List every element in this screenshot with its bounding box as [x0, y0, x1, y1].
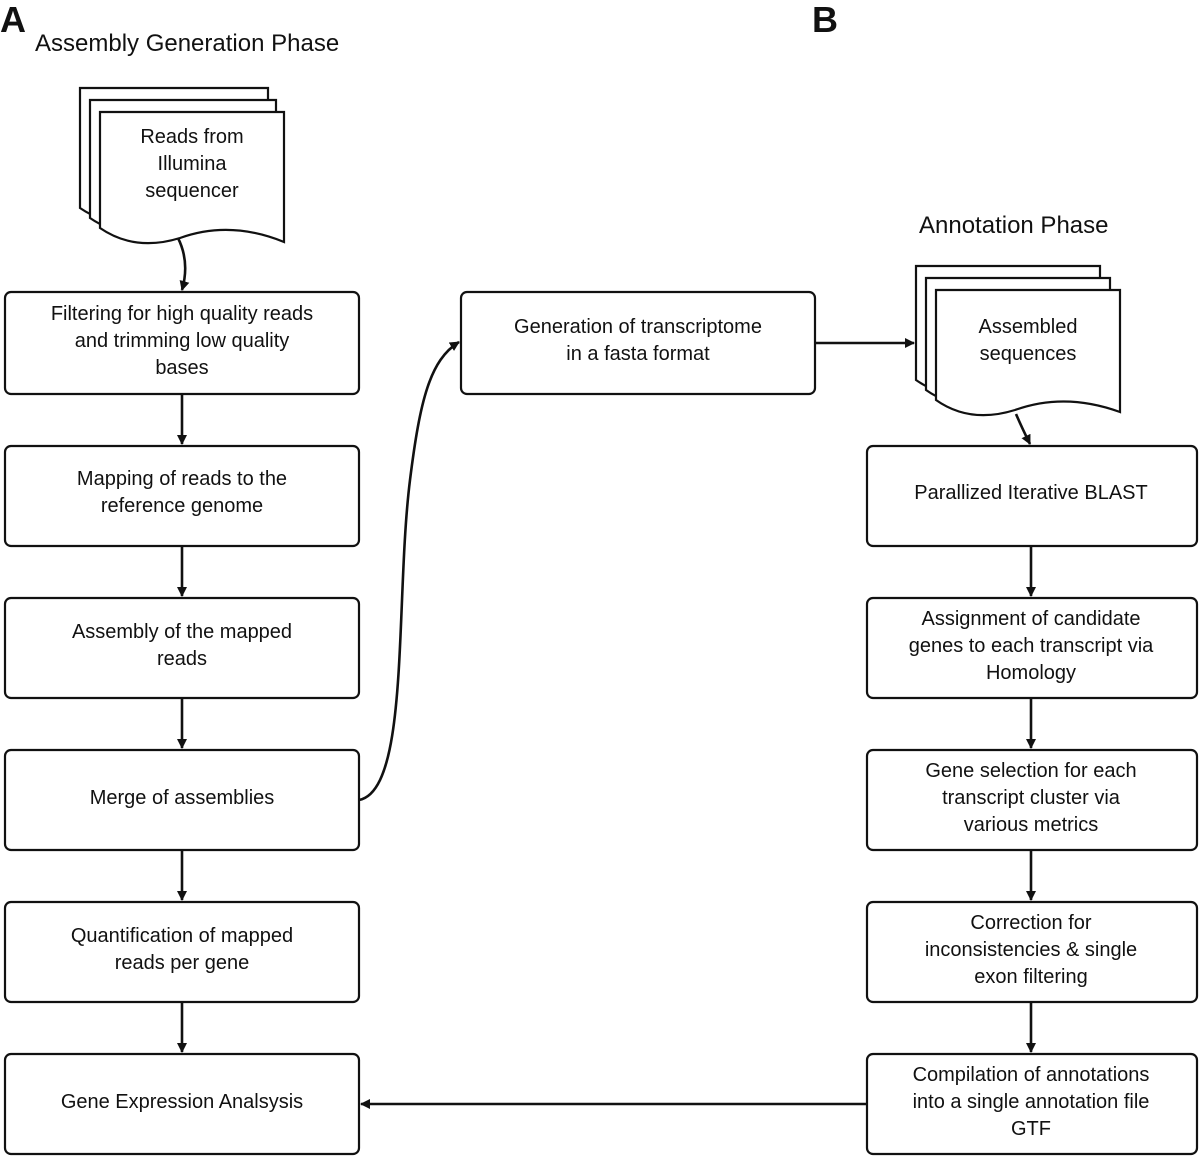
- quantification-box: Quantification of mapped reads per gene: [3, 900, 361, 1004]
- annotation-phase-title: Annotation Phase: [919, 212, 1108, 239]
- quantification-line-1: Quantification of mapped: [71, 925, 293, 947]
- assembly-line-1: Assembly of the mapped: [72, 621, 292, 643]
- mapping-line-1: Mapping of reads to the: [77, 468, 287, 490]
- assignment-box: Assignment of candidate genes to each tr…: [865, 596, 1199, 700]
- assembled-document-stack: [914, 264, 1122, 417]
- compilation-line-2: into a single annotation file: [913, 1091, 1150, 1113]
- reads-line-1: Reads from: [140, 126, 243, 148]
- generation-line-1: Generation of transcriptome: [514, 316, 762, 338]
- arrow-reads-to-filtering: [176, 237, 190, 291]
- expression-box: Gene Expression Analsysis: [3, 1052, 361, 1156]
- assembly-line-2: reads: [157, 648, 207, 670]
- arrow-assembled-to-blast: [1014, 413, 1032, 445]
- reads-line-3: sequencer: [145, 180, 239, 202]
- correction-line-2: inconsistencies & single: [925, 939, 1137, 961]
- correction-line-1: Correction for: [970, 912, 1091, 934]
- assembly-box: Assembly of the mapped reads: [3, 596, 361, 700]
- selection-line-2: transcript cluster via: [942, 787, 1121, 809]
- connectors: [176, 237, 1036, 1109]
- filtering-line-2: and trimming low quality: [75, 330, 290, 352]
- merge-box: Merge of assemblies: [3, 748, 361, 852]
- filtering-box: Filtering for high quality reads and tri…: [3, 290, 361, 396]
- compilation-line-3: GTF: [1011, 1118, 1051, 1140]
- assembled-line-2: sequences: [980, 343, 1077, 365]
- blast-box: Parallized Iterative BLAST: [865, 444, 1199, 548]
- correction-box: Correction for inconsistencies & single …: [865, 900, 1199, 1004]
- reads-label: Reads from Illumina sequencer: [140, 126, 243, 202]
- assembly-phase-title: Assembly Generation Phase: [35, 30, 339, 57]
- merge-line-1: Merge of assemblies: [90, 787, 275, 809]
- filtering-line-3: bases: [155, 357, 208, 379]
- mapping-box: Mapping of reads to the reference genome: [3, 444, 361, 548]
- filtering-line-1: Filtering for high quality reads: [51, 303, 313, 325]
- reads-document-stack: [78, 86, 286, 245]
- blast-line-1: Parallized Iterative BLAST: [914, 482, 1147, 504]
- correction-line-3: exon filtering: [974, 966, 1087, 988]
- assembled-line-1: Assembled: [979, 316, 1078, 338]
- quantification-line-2: reads per gene: [115, 952, 250, 974]
- reads-line-2: Illumina: [158, 153, 228, 175]
- mapping-line-2: reference genome: [101, 495, 263, 517]
- generation-box: Generation of transcriptome in a fasta f…: [459, 290, 817, 396]
- assignment-line-2: genes to each transcript via: [909, 635, 1154, 657]
- arrow-merge-to-generation: [358, 340, 460, 802]
- selection-box: Gene selection for each transcript clust…: [865, 748, 1199, 852]
- selection-line-3: various metrics: [964, 814, 1098, 836]
- compilation-line-1: Compilation of annotations: [913, 1064, 1150, 1086]
- compilation-box: Compilation of annotations into a single…: [865, 1052, 1199, 1156]
- assignment-line-1: Assignment of candidate: [921, 608, 1140, 630]
- panel-a-label: A: [0, 0, 26, 40]
- assembled-label: Assembled sequences: [979, 316, 1078, 365]
- selection-line-1: Gene selection for each: [925, 760, 1136, 782]
- panel-b-label: B: [812, 0, 838, 40]
- assignment-line-3: Homology: [986, 662, 1076, 684]
- expression-line-1: Gene Expression Analsysis: [61, 1091, 303, 1113]
- generation-line-2: in a fasta format: [566, 343, 710, 365]
